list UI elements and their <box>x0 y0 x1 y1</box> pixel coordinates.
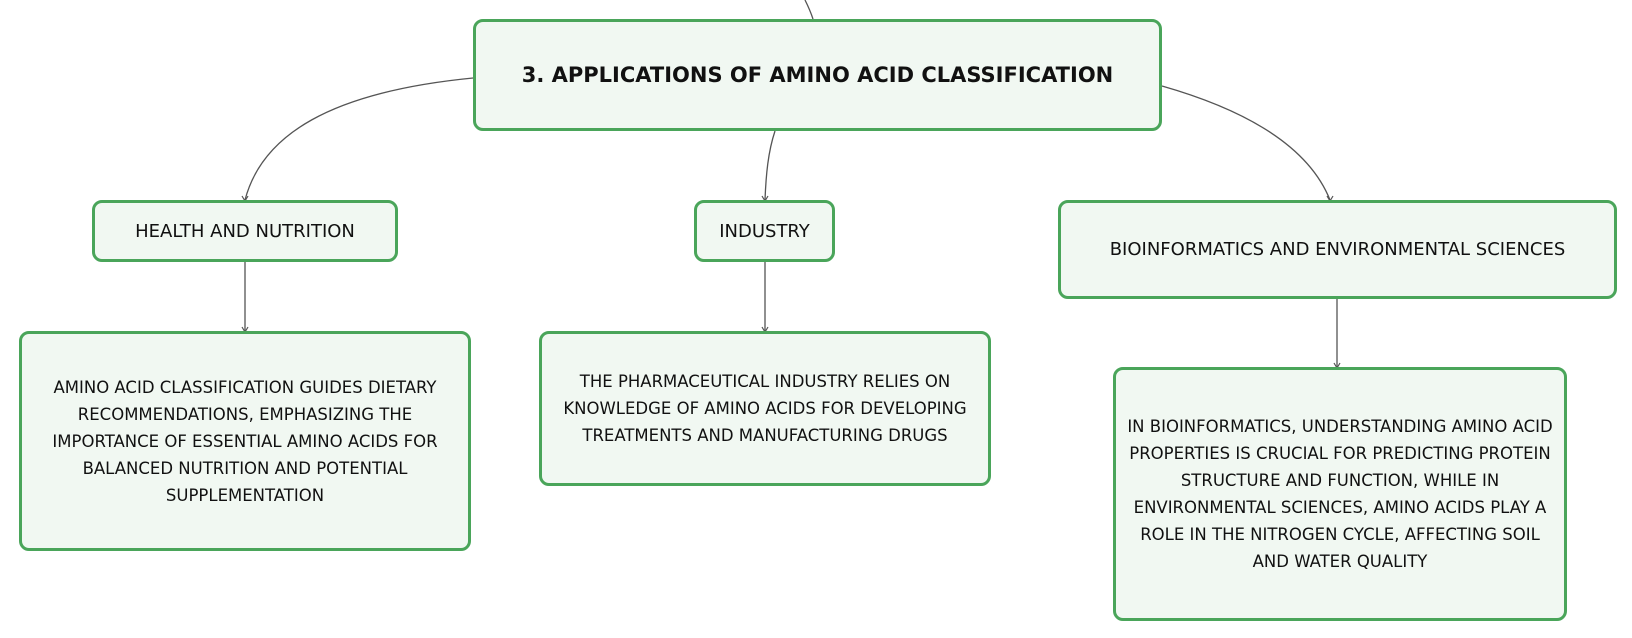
connector-from-parent <box>804 0 814 20</box>
connector-root-to-bio <box>1161 85 1331 201</box>
detail-node-text: AMINO ACID CLASSIFICATION GUIDES DIETARY… <box>52 377 438 505</box>
root-node-label: 3. APPLICATIONS OF AMINO ACID CLASSIFICA… <box>521 63 1114 87</box>
topic-node-health-nutrition[interactable]: HEALTH AND NUTRITION <box>92 200 398 262</box>
topic-node-label: INDUSTRY <box>719 220 810 242</box>
root-node[interactable]: 3. APPLICATIONS OF AMINO ACID CLASSIFICA… <box>473 19 1162 131</box>
detail-node-text: THE PHARMACEUTICAL INDUSTRY RELIES ON KN… <box>563 372 967 445</box>
topic-node-bioinformatics[interactable]: BIOINFORMATICS AND ENVIRONMENTAL SCIENCE… <box>1058 200 1617 299</box>
topic-node-label: BIOINFORMATICS AND ENVIRONMENTAL SCIENCE… <box>1109 239 1566 260</box>
topic-node-label: HEALTH AND NUTRITION <box>135 220 355 242</box>
detail-node-text: IN BIOINFORMATICS, UNDERSTANDING AMINO A… <box>1127 417 1553 571</box>
topic-node-industry[interactable]: INDUSTRY <box>694 200 835 262</box>
detail-node-bioinformatics[interactable]: IN BIOINFORMATICS, UNDERSTANDING AMINO A… <box>1113 367 1567 621</box>
detail-node-health-nutrition[interactable]: AMINO ACID CLASSIFICATION GUIDES DIETARY… <box>19 331 471 551</box>
connector-root-to-health <box>244 77 474 201</box>
detail-node-industry[interactable]: THE PHARMACEUTICAL INDUSTRY RELIES ON KN… <box>539 331 991 486</box>
connector-root-to-industry <box>764 130 776 201</box>
